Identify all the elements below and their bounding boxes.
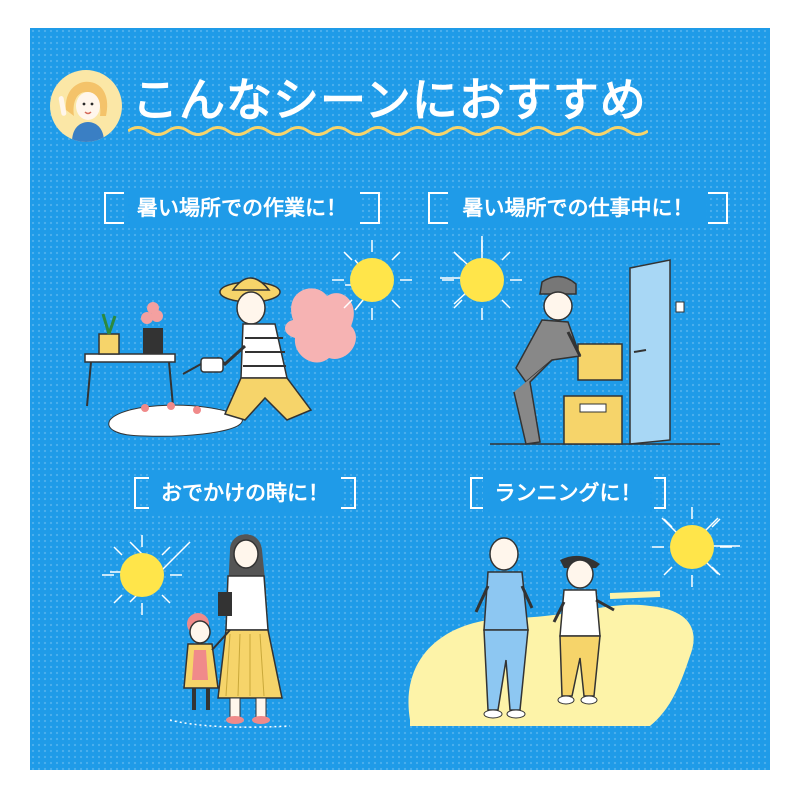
sun-icon — [652, 507, 732, 587]
scene-label-running: ランニングに！ — [470, 473, 666, 513]
scene-label-outing: おでかけの時に！ — [134, 473, 356, 513]
sun-icon — [332, 240, 412, 320]
woman-pointing-icon — [50, 70, 122, 142]
scene-label-hot-job: 暑い場所での仕事中に！ — [428, 188, 728, 228]
sun-icon — [442, 240, 522, 320]
runners-illustration — [408, 517, 740, 726]
sun-icon — [102, 535, 182, 615]
gardening-man-illustration — [84, 259, 375, 437]
mother-and-child-illustration — [110, 534, 291, 728]
page-title: こんなシーンにおすすめ — [132, 73, 647, 127]
wavy-underline — [128, 126, 648, 136]
scene-label-outdoor-work: 暑い場所での作業に！ — [104, 188, 380, 228]
delivery-worker-illustration — [440, 236, 720, 445]
